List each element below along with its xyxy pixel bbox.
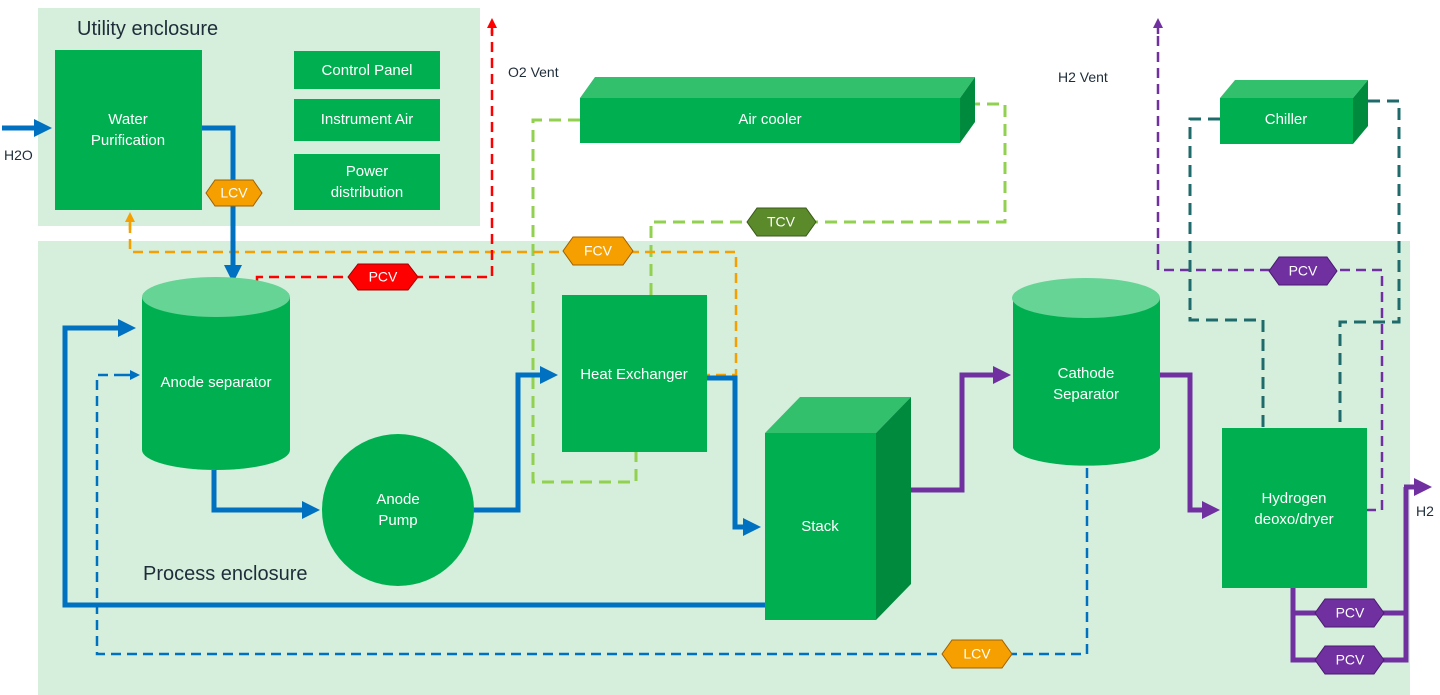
tcv-valve[interactable]: TCV [746,207,817,237]
chiller-loop-line [1188,99,1401,428]
instrument-air-unit[interactable]: Instrument Air [294,99,440,141]
svg-text:Power: Power [346,163,389,180]
svg-text:Separator: Separator [1053,386,1119,403]
lcv-return-line [95,373,1089,656]
electrolyzer-stack[interactable]: Stack [765,397,911,620]
svg-text:PCV: PCV [1289,263,1318,279]
pcv-valve-h2-vent[interactable]: PCV [1268,256,1338,286]
chiller-unit[interactable]: Chiller [1220,80,1368,144]
svg-text:Water: Water [108,111,147,128]
svg-text:PCV: PCV [1336,605,1365,621]
svg-text:Purification: Purification [91,132,165,149]
control-panel-unit[interactable]: Control Panel [294,51,440,89]
pump-to-hx-line [473,366,558,513]
svg-text:Anode: Anode [376,491,419,508]
separator-to-pump-line [211,470,320,519]
lcv-valve-bottom[interactable]: LCV [941,639,1013,669]
h2-outlet-label: H2 [1416,503,1434,519]
makeup-water-line [202,125,242,283]
cathode-separator-vessel[interactable]: Cathode Separator [1012,278,1160,466]
svg-text:Heat Exchanger: Heat Exchanger [580,366,688,383]
svg-text:deoxo/dryer: deoxo/dryer [1254,511,1333,528]
anode-pump[interactable]: Anode Pump [322,434,474,586]
fcv-valve[interactable]: FCV [562,236,634,266]
pcv-valve-outlet-2[interactable]: PCV [1314,645,1385,675]
svg-text:Instrument Air: Instrument Air [321,111,414,128]
svg-text:Chiller: Chiller [1265,111,1308,128]
process-enclosure-title: Process enclosure [143,563,308,585]
level-control-line [128,223,738,377]
o2-vent-label: O2 Vent [508,64,559,80]
utility-enclosure-title: Utility enclosure [77,18,218,40]
svg-text:FCV: FCV [584,243,613,259]
svg-text:LCV: LCV [963,646,991,662]
h2o-inlet-label: H2O [4,147,33,163]
h2-vent-label: H2 Vent [1058,69,1108,85]
svg-text:Pump: Pump [378,512,417,529]
svg-text:TCV: TCV [767,214,796,230]
water-purification-unit[interactable]: Water Purification [55,50,202,210]
cathode-to-dryer-line [1160,372,1220,519]
air-cooler-unit[interactable]: Air cooler [580,77,975,143]
anode-separator-vessel[interactable]: Anode separator [142,277,290,470]
cooling-loop-line [531,102,1007,484]
hydrogen-dryer-unit[interactable]: Hydrogen deoxo/dryer [1222,428,1367,588]
svg-text:distribution: distribution [331,184,404,201]
svg-text:PCV: PCV [1336,652,1365,668]
svg-text:Stack: Stack [801,518,839,535]
pcv-valve-o2[interactable]: PCV [347,263,419,291]
svg-text:Air cooler: Air cooler [738,111,801,128]
pcv-valve-outlet-1[interactable]: PCV [1314,598,1385,628]
svg-text:Cathode: Cathode [1058,365,1115,382]
svg-text:Anode separator: Anode separator [161,374,272,391]
power-distribution-unit[interactable]: Power distribution [294,154,440,210]
svg-text:Control Panel: Control Panel [322,62,413,79]
svg-text:PCV: PCV [369,269,398,285]
stack-to-cathode-line [911,366,1011,493]
heat-exchanger-unit[interactable]: Heat Exchanger [562,295,707,452]
svg-text:Hydrogen: Hydrogen [1261,490,1326,507]
stack-return-line [62,319,765,608]
hx-to-stack-line [707,375,761,536]
h2-vent-line [1156,30,1384,512]
lcv-valve-top[interactable]: LCV [205,179,263,207]
svg-text:LCV: LCV [220,185,248,201]
